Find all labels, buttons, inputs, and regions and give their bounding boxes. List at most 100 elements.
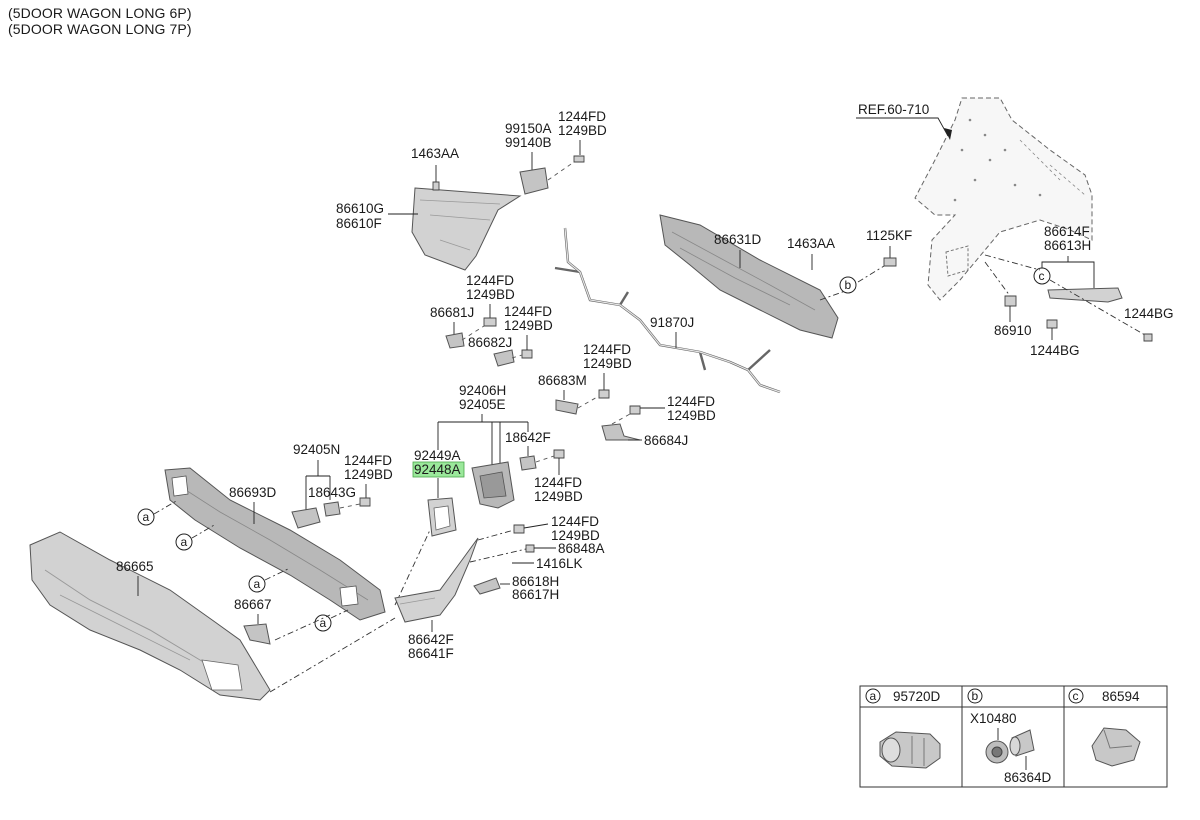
part-label-1416LK: 1416LK <box>536 556 583 571</box>
part-label-1244FD-b: 1244FD <box>466 273 514 288</box>
part-label-92405E: 92405E <box>459 397 506 412</box>
part-label-86683M: 86683M <box>538 373 587 388</box>
screw-icon <box>513 524 525 534</box>
bracket-86681J-part <box>445 332 465 349</box>
cover-86667-part <box>243 623 271 645</box>
body-panel-ref <box>914 97 1093 301</box>
part-label-86667: 86667 <box>234 597 272 612</box>
screw-icon <box>359 497 371 507</box>
part-label-86910: 86910 <box>994 323 1032 338</box>
side-bracket-part <box>1047 287 1123 303</box>
lower-bracket-86693D-part <box>164 467 386 621</box>
screw-icon <box>598 389 610 399</box>
part-label-1244FD-e: 1244FD <box>667 394 715 409</box>
dash-86682J <box>511 354 523 359</box>
part-label-1244FD-c: 1244FD <box>504 304 552 319</box>
bulb-18643G-part <box>323 501 341 517</box>
screw-icon <box>629 405 641 415</box>
leader-86614F <box>1041 256 1095 288</box>
leader-92405N <box>305 460 331 512</box>
screw-icon <box>521 349 533 359</box>
leader-1244FD-g <box>523 523 549 529</box>
sensor-bracket-part <box>519 167 549 195</box>
callout-c-text: c <box>1039 269 1045 283</box>
part-label-86693D: 86693D <box>229 485 277 500</box>
legend-table: a 95720D b c 86594 X10480 <box>859 685 1168 788</box>
legend-b-part1: X10480 <box>970 711 1017 726</box>
part-label-1244FD-g: 1244FD <box>551 514 599 529</box>
bracket-86683M-part <box>555 399 579 415</box>
part-label-86848A: 86848A <box>558 541 605 556</box>
part-label-1249BD-c: 1249BD <box>504 318 553 333</box>
lamp-92405N-part <box>291 507 321 529</box>
part-label-86618H: 86618H <box>512 574 559 589</box>
dash-bumper-links <box>269 529 431 693</box>
dash-nut <box>984 261 1011 297</box>
part-label-1249BD-left: 1249BD <box>344 467 393 482</box>
part-label-92449A: 92449A <box>414 448 461 463</box>
part-label-1249BD-f2: 1249BD <box>534 489 583 504</box>
legend-c-letter: c <box>1073 689 1079 703</box>
legend-a-letter: a <box>870 689 877 703</box>
part-label-1249BD-top: 1249BD <box>558 123 607 138</box>
bulb-18642F-part <box>519 455 537 471</box>
part-label-86613H: 86613H <box>1044 238 1091 253</box>
bumper-beam-part <box>659 214 839 339</box>
clip-icon <box>432 181 440 191</box>
part-label-1249BD-g: 1249BD <box>551 528 600 543</box>
callout-a4-text: a <box>320 616 327 630</box>
nut-X10480-icon <box>985 740 1009 764</box>
part-label-86641F: 86641F <box>408 646 454 661</box>
callout-a3-text: a <box>254 577 261 591</box>
legend-b-letter: b <box>972 689 979 703</box>
ref-leader <box>856 117 949 137</box>
dash-99150A <box>547 161 575 181</box>
part-label-1463AA-top: 1463AA <box>411 146 459 161</box>
part-label-86642F: 86642F <box>408 632 454 647</box>
callout-a4-circle <box>314 614 332 632</box>
screw-icon <box>1143 333 1153 342</box>
dash-bracket <box>984 254 1146 336</box>
legend-b-part2: 86364D <box>1004 770 1052 785</box>
part-label-86682J: 86682J <box>468 335 512 350</box>
part-label-18643G: 18643G <box>308 485 356 500</box>
lamp-92406H-part <box>471 461 515 509</box>
ref-arrow-icon <box>944 128 952 140</box>
dash-right-fasteners <box>469 529 527 563</box>
screw-icon <box>483 317 497 327</box>
part-label-86614F: 86614F <box>1044 224 1090 239</box>
part-label-86631D: 86631D <box>714 232 762 247</box>
part-label-86681J: 86681J <box>430 305 474 320</box>
ref-label: REF.60-710 <box>858 102 929 117</box>
bolt-icon <box>883 257 897 267</box>
bumper-side-cover-part <box>411 187 522 271</box>
part-label-1244BG-mid: 1244BG <box>1030 343 1080 358</box>
part-label-1244FD-left: 1244FD <box>344 453 392 468</box>
retainer-clip-86594-icon <box>1091 727 1141 767</box>
bracket-86618H-part <box>473 577 501 595</box>
callout-b-text: b <box>845 278 852 292</box>
part-label-1244FD-d: 1244FD <box>583 342 631 357</box>
screw-icon <box>553 449 565 459</box>
bracket-86682J-part <box>493 349 515 367</box>
part-label-92405N: 92405N <box>293 442 340 457</box>
part-label-92406H: 92406H <box>459 383 506 398</box>
clip-icon <box>525 544 535 553</box>
nut-icon <box>1004 295 1017 307</box>
part-label-99150A: 99150A <box>505 121 552 136</box>
callout-a1-text: a <box>143 510 150 524</box>
dash-18642F <box>535 455 555 463</box>
dash-86684J <box>611 413 631 425</box>
part-label-86684J: 86684J <box>644 433 688 448</box>
part-label-18642F: 18642F <box>505 430 551 445</box>
screw-icon <box>573 155 585 163</box>
part-label-1244BG-right: 1244BG <box>1124 306 1174 321</box>
part-label-1244FD-top: 1244FD <box>558 109 606 124</box>
highlight-92448A <box>412 461 465 478</box>
callout-a2-circle <box>175 533 193 551</box>
part-label-1125KF: 1125KF <box>866 228 912 243</box>
callout-b-circle <box>839 276 857 294</box>
leader-92406H <box>437 414 529 468</box>
